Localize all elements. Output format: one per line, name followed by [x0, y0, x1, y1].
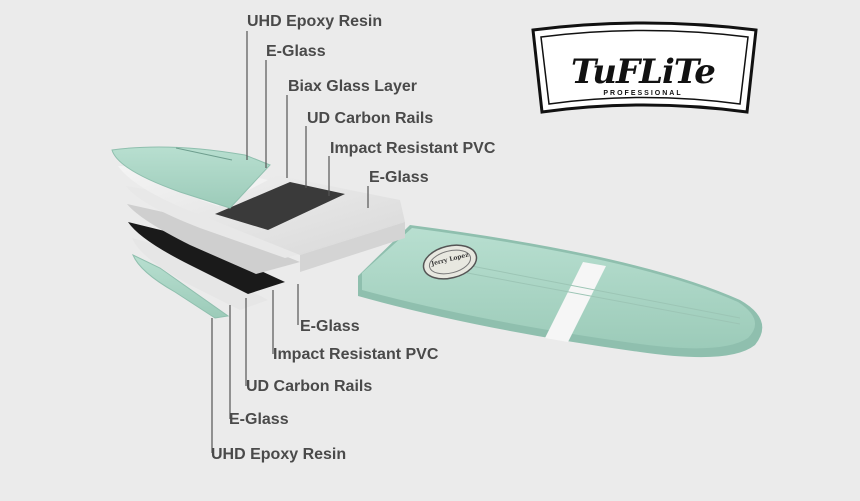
label-e-glass-bottom-2: E-Glass	[229, 411, 289, 428]
board-tail-section	[358, 225, 763, 358]
label-e-glass-top-2: E-Glass	[369, 169, 429, 186]
label-uhd-epoxy-resin-top: UHD Epoxy Resin	[247, 13, 383, 30]
label-impact-resistant-pvc-bottom: Impact Resistant PVC	[273, 346, 439, 363]
label-ud-carbon-rails-bottom: UD Carbon Rails	[246, 378, 373, 395]
label-ud-carbon-rails-top: UD Carbon Rails	[307, 110, 434, 127]
board-nose-layers	[111, 146, 405, 319]
tuflite-logo-emblem	[531, 21, 758, 114]
leader-lines	[211, 31, 369, 453]
label-impact-resistant-pvc-top: Impact Resistant PVC	[330, 140, 496, 157]
label-e-glass-top-1: E-Glass	[266, 43, 326, 60]
label-uhd-epoxy-resin-bottom: UHD Epoxy Resin	[211, 446, 347, 463]
brand-logo-text: TuFLiTe	[571, 52, 716, 92]
brand-logo-subtext: PROFESSIONAL	[603, 90, 683, 97]
brand-logo: TuFLiTe PROFESSIONAL	[530, 24, 756, 118]
label-e-glass-bottom-1: E-Glass	[300, 318, 360, 335]
board-badge	[422, 244, 478, 280]
label-biax-glass-layer: Biax Glass Layer	[288, 78, 417, 95]
